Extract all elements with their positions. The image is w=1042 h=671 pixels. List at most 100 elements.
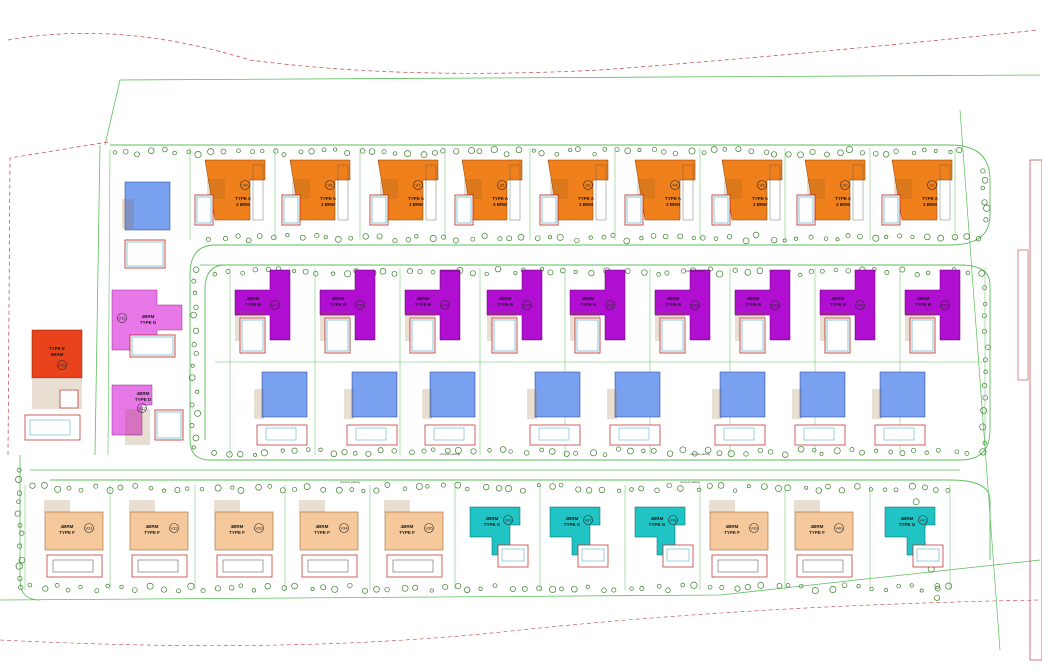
tree (192, 290, 197, 295)
trees-layer (14, 145, 991, 601)
tree (558, 482, 564, 488)
tree (314, 233, 320, 239)
unit-number-ring (325, 180, 335, 190)
tree (212, 272, 217, 277)
tree (349, 487, 355, 492)
unit-type-label: TYPE A (492, 196, 509, 201)
tree (172, 150, 177, 156)
tree (935, 447, 941, 453)
pool-deck (711, 554, 768, 578)
unit-bedroom-label: TYPE B (580, 302, 597, 307)
unit-type-f (214, 511, 274, 551)
tree (666, 482, 672, 489)
tree (719, 585, 725, 590)
tree (899, 266, 906, 273)
unit-type-b (486, 269, 543, 341)
tree (710, 146, 718, 153)
unit-number: V8 (328, 183, 334, 188)
unit-bedroom-label: TYPE B (330, 302, 347, 307)
unit-type-label: 4BRM (499, 296, 512, 301)
unit-number: V12 (138, 406, 146, 411)
tree (849, 447, 855, 453)
tree (672, 150, 679, 157)
tree (656, 272, 662, 277)
tree (162, 488, 167, 493)
tree (14, 510, 21, 517)
tree (255, 484, 262, 491)
boundary-line-west (7, 141, 109, 456)
tree (982, 440, 987, 446)
tree (812, 447, 817, 453)
tree (515, 146, 523, 154)
tree (78, 487, 84, 493)
tree (602, 452, 608, 457)
tree (308, 148, 315, 155)
tree (624, 268, 631, 274)
unit-number-ring (254, 523, 264, 533)
tree (347, 582, 353, 589)
tree (521, 586, 528, 592)
unit-type-c (799, 371, 846, 418)
unit-number-ring (440, 300, 450, 310)
tree (235, 233, 241, 239)
unit-number-ring (355, 300, 365, 310)
tree (392, 238, 398, 244)
unit-type-c (614, 371, 661, 418)
tree (910, 234, 915, 240)
tree (735, 146, 742, 153)
unit-bedroom-label: TYPE B (245, 302, 262, 307)
pool-deck (131, 554, 188, 578)
tree (884, 270, 890, 275)
tree (536, 483, 541, 488)
tree (330, 271, 335, 276)
tree (238, 583, 244, 588)
tree (16, 467, 22, 473)
tree (191, 445, 196, 450)
tree (722, 147, 728, 152)
carport (595, 164, 607, 221)
tree (333, 147, 338, 152)
unit-number: V38 (669, 518, 677, 523)
tree (321, 147, 327, 153)
tree (704, 446, 712, 454)
unit-number-ring (927, 180, 937, 190)
tree (318, 447, 323, 452)
common-parking-label: Common parking (680, 480, 700, 484)
tree (798, 583, 804, 589)
tree (187, 582, 195, 590)
tree (983, 217, 989, 223)
pool-deck (239, 317, 266, 354)
tree (361, 488, 366, 493)
tree (391, 448, 397, 454)
pool-deck (216, 554, 273, 578)
tree (692, 451, 698, 457)
tree (323, 235, 328, 240)
unit-number: V20 (523, 303, 531, 308)
pool-deck (881, 194, 901, 226)
carport (769, 164, 781, 221)
tree (948, 150, 953, 155)
unit-bedroom-label: 3 BRM (493, 202, 507, 207)
tree (430, 447, 436, 452)
tree (405, 237, 412, 243)
pool-water (196, 196, 212, 224)
unit-number: V33 (255, 526, 263, 531)
tree (146, 582, 154, 590)
unit-type-label: 4BRM (667, 296, 680, 301)
tree (677, 233, 684, 240)
carport (337, 164, 349, 221)
tree (320, 584, 327, 591)
tree (833, 267, 838, 273)
common-parking-label: Common parking (440, 452, 460, 456)
tree (414, 234, 419, 239)
unit-bedroom-label: TYPE F (144, 530, 160, 535)
unit-type-f (44, 511, 104, 551)
tree (384, 482, 391, 488)
tree (17, 522, 23, 528)
tree (610, 232, 616, 238)
unit-type-label: 4BRM (316, 524, 329, 529)
unit-type-label: TYPE E (49, 346, 65, 351)
carport (509, 164, 521, 221)
unit-number: V35 (425, 526, 433, 531)
